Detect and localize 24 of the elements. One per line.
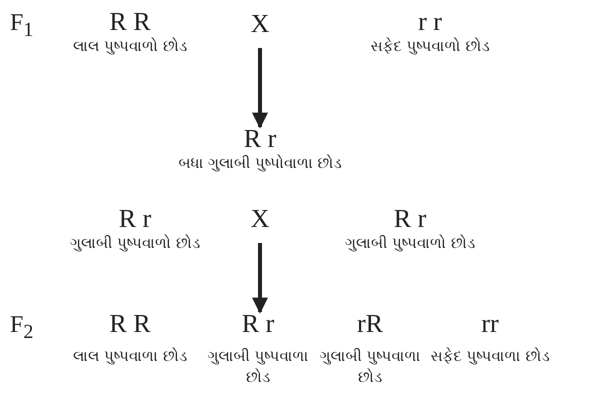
cross-symbol: X — [250, 205, 270, 233]
genotype-label: r r — [418, 8, 442, 36]
phenotype-label: બધા ગુલાબી પુષ્પોવાળા છોડ — [178, 153, 342, 174]
genotype-label: rr — [481, 310, 499, 338]
generation-label: F$_{1}$ — [10, 10, 34, 42]
phenotype-label: ગુલાબી પુષ્પવાળા છોડ — [318, 346, 422, 388]
genotype-label: R r — [394, 205, 426, 233]
generation-label: F$_{2}$ — [10, 312, 34, 344]
phenotype-label: ગુલાબી પુષ્પવાળો છોડ — [345, 233, 475, 254]
genotype-label: R r — [244, 125, 276, 153]
phenotype-label: લાલ પુષ્પવાળા છોડ — [73, 346, 187, 367]
genotype-label: R R — [109, 8, 151, 36]
genotype-label: R r — [242, 310, 274, 338]
phenotype-label: સફેદ પુષ્પવાળો છોડ — [370, 36, 490, 57]
genotype-label: R R — [109, 310, 151, 338]
phenotype-label: ગુલાબી પુષ્પવાળો છોડ — [70, 233, 200, 254]
arrow — [252, 48, 268, 129]
genotype-label: rR — [357, 310, 383, 338]
genotype-label: R r — [118, 205, 152, 233]
arrow — [252, 243, 268, 314]
cross-symbol: X — [250, 10, 270, 38]
phenotype-label: ગુલાબી પુષ્પવાળા છોડ — [206, 346, 310, 388]
phenotype-label: સફેદ પુષ્પવાળા છોડ — [430, 346, 550, 367]
phenotype-label: લાલ પુષ્પવાળો છોડ — [73, 36, 187, 57]
